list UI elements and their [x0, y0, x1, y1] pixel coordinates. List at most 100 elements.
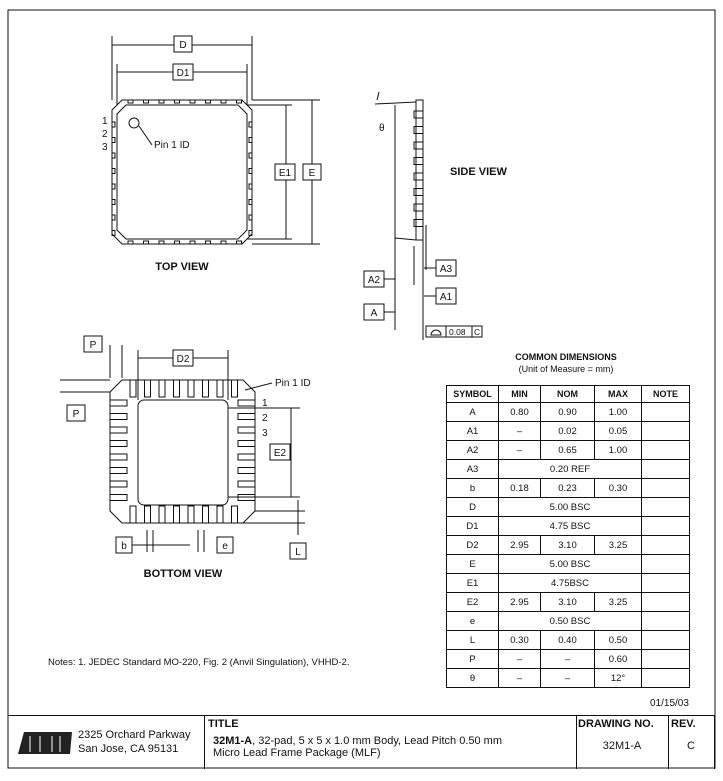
cell-note — [641, 516, 690, 536]
dimensions-title: COMMON DIMENSIONS — [515, 352, 617, 362]
lead — [174, 99, 180, 104]
pad — [173, 505, 180, 524]
pad — [216, 505, 224, 524]
dim-A3: A3 — [440, 264, 453, 275]
lead — [205, 99, 211, 104]
pad — [202, 379, 209, 398]
lead — [111, 214, 116, 221]
dim-A2: A2 — [368, 275, 381, 286]
cell-note — [641, 440, 690, 460]
cell-nom: 3.10 — [540, 535, 595, 555]
cell-max: 3.25 — [594, 592, 642, 612]
pad — [231, 505, 238, 524]
atmel-logo — [18, 732, 72, 754]
top-view-label: TOP VIEW — [155, 261, 209, 273]
cell-note — [641, 573, 690, 593]
bottom-leads — [109, 379, 256, 524]
lead — [174, 240, 180, 245]
pad — [202, 505, 209, 524]
cell-sym: E1 — [446, 573, 499, 593]
cell-min: – — [498, 421, 541, 441]
cell-note — [641, 535, 690, 555]
pad — [237, 480, 256, 488]
cell-max: 0.60 — [594, 649, 642, 669]
pad — [237, 413, 256, 420]
dim-e: e — [222, 541, 228, 552]
lead — [158, 99, 165, 104]
pad — [216, 379, 224, 398]
dimension-row: θ––12° — [446, 668, 690, 688]
lead — [111, 152, 116, 159]
cell-note — [641, 402, 690, 422]
pad — [158, 505, 166, 524]
cell-note — [641, 478, 690, 498]
pad — [237, 453, 256, 461]
pad — [237, 440, 256, 447]
pin-number: 1 — [262, 398, 268, 409]
cell-max: 12° — [594, 668, 642, 688]
cell-sym: P — [446, 649, 499, 669]
side-body — [415, 99, 424, 241]
cell-max: 0.30 — [594, 478, 642, 498]
lead — [143, 240, 149, 245]
cell-span: 0.50 BSC — [498, 611, 642, 631]
cell-sym: D1 — [446, 516, 499, 536]
lead — [248, 168, 253, 174]
side-lead — [413, 157, 424, 165]
col-nom: NOM — [540, 385, 595, 403]
dim-E1: E1 — [279, 168, 292, 179]
lead — [111, 199, 116, 205]
pad — [187, 505, 195, 524]
pin-number: 3 — [102, 142, 108, 153]
dim-D1: D1 — [177, 68, 190, 79]
cell-note — [641, 611, 690, 631]
col-min: MIN — [498, 385, 541, 403]
cell-min: – — [498, 649, 541, 669]
top-body-outline — [111, 99, 253, 245]
rev-label: REV. — [671, 718, 696, 730]
cell-max: 3.25 — [594, 535, 642, 555]
bottom-pin1-label: Pin 1 ID — [275, 378, 311, 389]
cell-note — [641, 497, 690, 517]
title-label: TITLE — [208, 718, 239, 730]
pad — [109, 480, 128, 488]
lead — [111, 137, 116, 143]
cell-min: 2.95 — [498, 592, 541, 612]
title-block: 2325 Orchard Parkway San Jose, CA 95131 … — [8, 715, 715, 769]
exposed-pad — [137, 399, 229, 506]
rev-value: C — [687, 740, 695, 752]
lead — [248, 137, 253, 143]
cell-sym: e — [446, 611, 499, 631]
title-description: , 32-pad, 5 x 5 x 1.0 mm Body, Lead Pitc… — [252, 735, 502, 747]
col-max: MAX — [594, 385, 642, 403]
dim-A1: A1 — [440, 292, 453, 303]
lead — [111, 121, 116, 128]
pad — [109, 413, 128, 420]
pad — [109, 399, 128, 407]
cell-min: – — [498, 440, 541, 460]
title-line2: Micro Lead Frame Package (MLF) — [213, 747, 381, 759]
dimension-row: P––0.60 — [446, 649, 690, 669]
datum-label: C — [474, 327, 480, 337]
lead — [127, 240, 134, 245]
lead — [248, 199, 253, 205]
lead — [236, 240, 242, 245]
pad — [109, 453, 128, 461]
dim-D2: D2 — [177, 354, 190, 365]
lead — [248, 214, 253, 221]
cell-sym: D — [446, 497, 499, 517]
lead — [111, 183, 116, 190]
pad — [237, 399, 256, 407]
title-cell: TITLE 32M1-A, 32-pad, 5 x 5 x 1.0 mm Bod… — [204, 716, 577, 769]
cell-note — [641, 592, 690, 612]
cell-max: 0.50 — [594, 630, 642, 650]
side-lead — [413, 141, 424, 150]
cell-span: 4.75BSC — [498, 573, 642, 593]
